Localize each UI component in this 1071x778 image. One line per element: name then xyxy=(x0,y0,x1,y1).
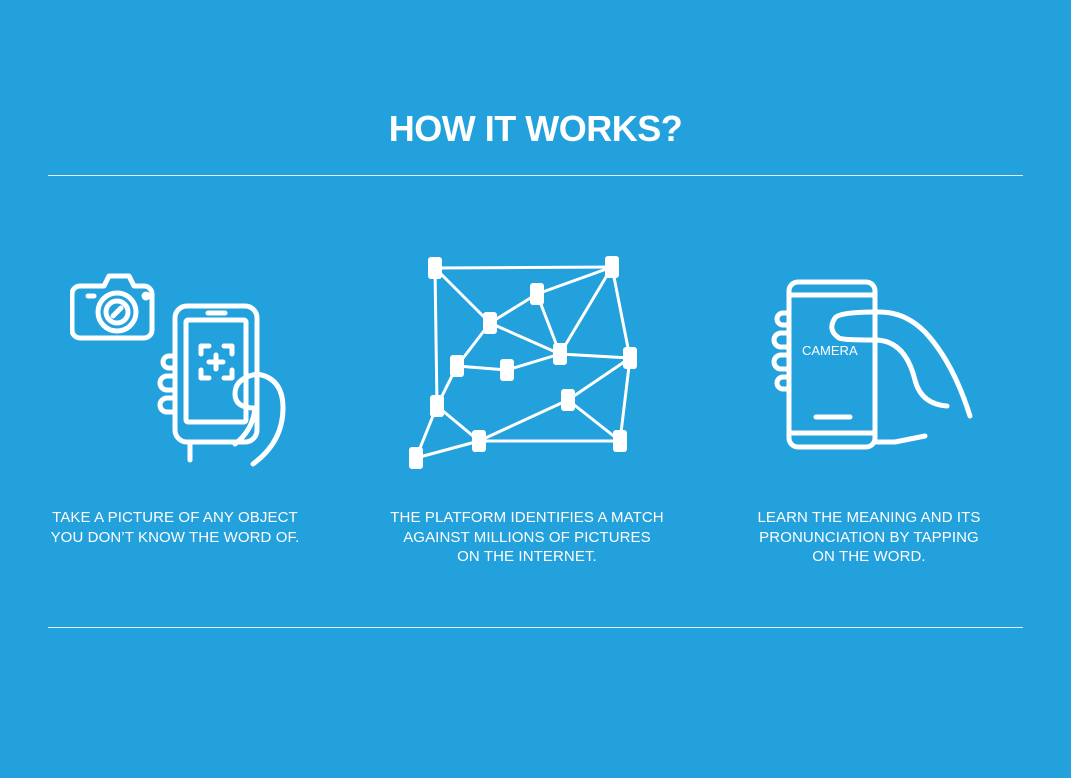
screen-word: CAMERA xyxy=(802,343,858,358)
step-3-caption: LEARN THE MEANING AND ITS PRONUNCIATION … xyxy=(709,508,1029,567)
caption-line: LEARN THE MEANING AND ITS xyxy=(757,509,981,526)
caption-line: ON THE INTERNET. xyxy=(457,548,597,565)
caption-line: PRONUNCIATION BY TAPPING xyxy=(759,528,979,546)
step-2-caption: THE PLATFORM IDENTIFIES A MATCH AGAINST … xyxy=(367,508,687,567)
step-1-caption: TAKE A PICTURE OF ANY OBJECT YOU DON’T K… xyxy=(15,508,335,547)
caption-line: TAKE A PICTURE OF ANY OBJECT xyxy=(52,509,298,526)
page-title: HOW IT WORKS? xyxy=(388,108,683,149)
caption-line: ON THE WORD. xyxy=(812,548,926,565)
caption-line: THE PLATFORM IDENTIFIES A MATCH xyxy=(390,509,664,526)
camera-phone-icon xyxy=(70,273,286,467)
caption-line: AGAINST MILLIONS OF PICTURES xyxy=(403,528,651,546)
network-graph-icon xyxy=(409,256,637,469)
hand-phone-icon: CAMERA xyxy=(771,279,973,450)
caption-line: YOU DON’T KNOW THE WORD OF. xyxy=(50,528,300,546)
top-divider xyxy=(48,175,1023,176)
bottom-divider xyxy=(48,627,1023,628)
